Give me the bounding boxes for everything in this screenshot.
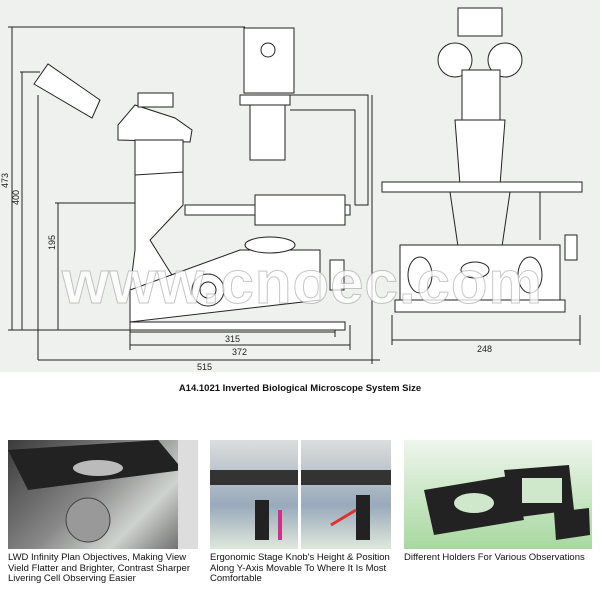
dim-400: 400 — [11, 190, 21, 205]
dim-248: 248 — [477, 344, 492, 354]
dim-372: 372 — [232, 347, 247, 357]
feature-caption-holders: Different Holders For Various Observatio… — [404, 552, 585, 563]
feature-caption-stage-knob: Ergonomic Stage Knob's Height & Position… — [210, 552, 390, 584]
holders-photo — [404, 440, 592, 549]
microscope-drawing: 473 400 195 315 372 515 248 — [0, 7, 583, 372]
stage-knob-photo-1 — [210, 440, 298, 549]
dim-195: 195 — [47, 235, 57, 250]
watermark: www.cnoec.com — [62, 249, 543, 316]
feature-caption-objectives: LWD Infinity Plan Objectives, Making Vie… — [8, 552, 191, 584]
dim-515: 515 — [197, 362, 212, 372]
objectives-photo — [8, 440, 198, 549]
stage-knob-photo-2 — [301, 440, 391, 549]
dimension-drawing: 473 400 195 315 372 515 248 www.cnoec.co… — [0, 0, 600, 372]
dim-315: 315 — [225, 334, 240, 344]
dim-473: 473 — [0, 173, 10, 188]
side-view — [8, 26, 380, 364]
front-view — [381, 7, 583, 345]
page-title: A14.1021 Inverted Biological Microscope … — [178, 383, 422, 394]
